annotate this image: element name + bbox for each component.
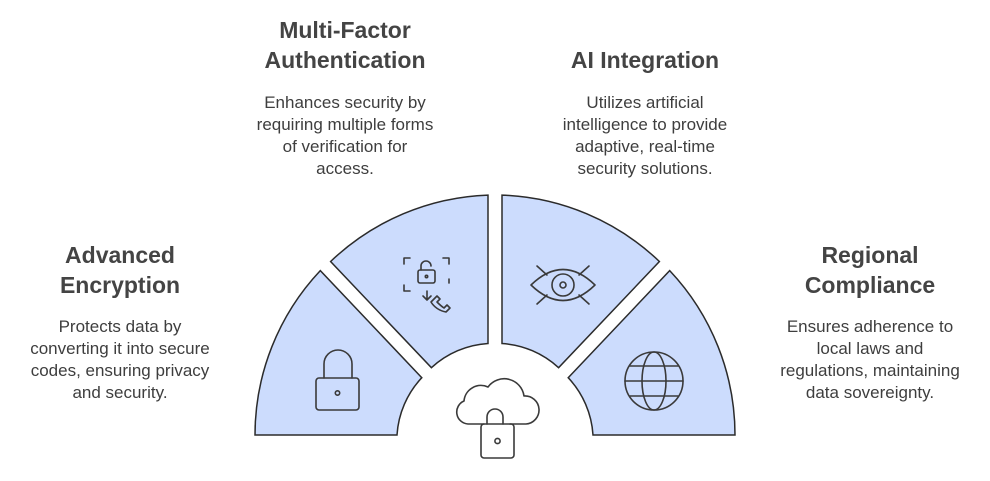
multi-factor-authentication-block: Multi-Factor Authentication Enhances sec…: [230, 15, 460, 180]
ai-integration-description: Utilizes artificial intelligence to prov…: [562, 93, 728, 178]
regional-compliance-title: Regional Compliance: [804, 242, 936, 298]
advanced-encryption-title: Advanced Encryption: [59, 242, 181, 298]
globe-icon: [624, 351, 684, 411]
ai-integration-block: AI Integration Utilizes artificial intel…: [540, 45, 750, 180]
eye-scan-icon: [530, 265, 596, 305]
regional-compliance-block: Regional Compliance Ensures adherence to…: [760, 240, 980, 404]
phone-unlock-icon: [403, 257, 451, 313]
padlock-icon: [315, 349, 360, 411]
segment-advanced-encryption: [254, 269, 423, 436]
advanced-encryption-description: Protects data by converting it into secu…: [30, 317, 210, 402]
advanced-encryption-block: Advanced Encryption Protects data by con…: [20, 240, 220, 404]
segment-multi-factor-authentication: [329, 194, 489, 369]
multi-factor-authentication-description: Enhances security by requiring multiple …: [256, 93, 434, 178]
ai-integration-title: AI Integration: [570, 47, 720, 73]
cloud-lock-icon: [455, 377, 540, 459]
multi-factor-authentication-title: Multi-Factor Authentication: [264, 17, 426, 73]
regional-compliance-description: Ensures adherence to local laws and regu…: [780, 317, 960, 402]
segment-ai-integration: [501, 194, 661, 369]
